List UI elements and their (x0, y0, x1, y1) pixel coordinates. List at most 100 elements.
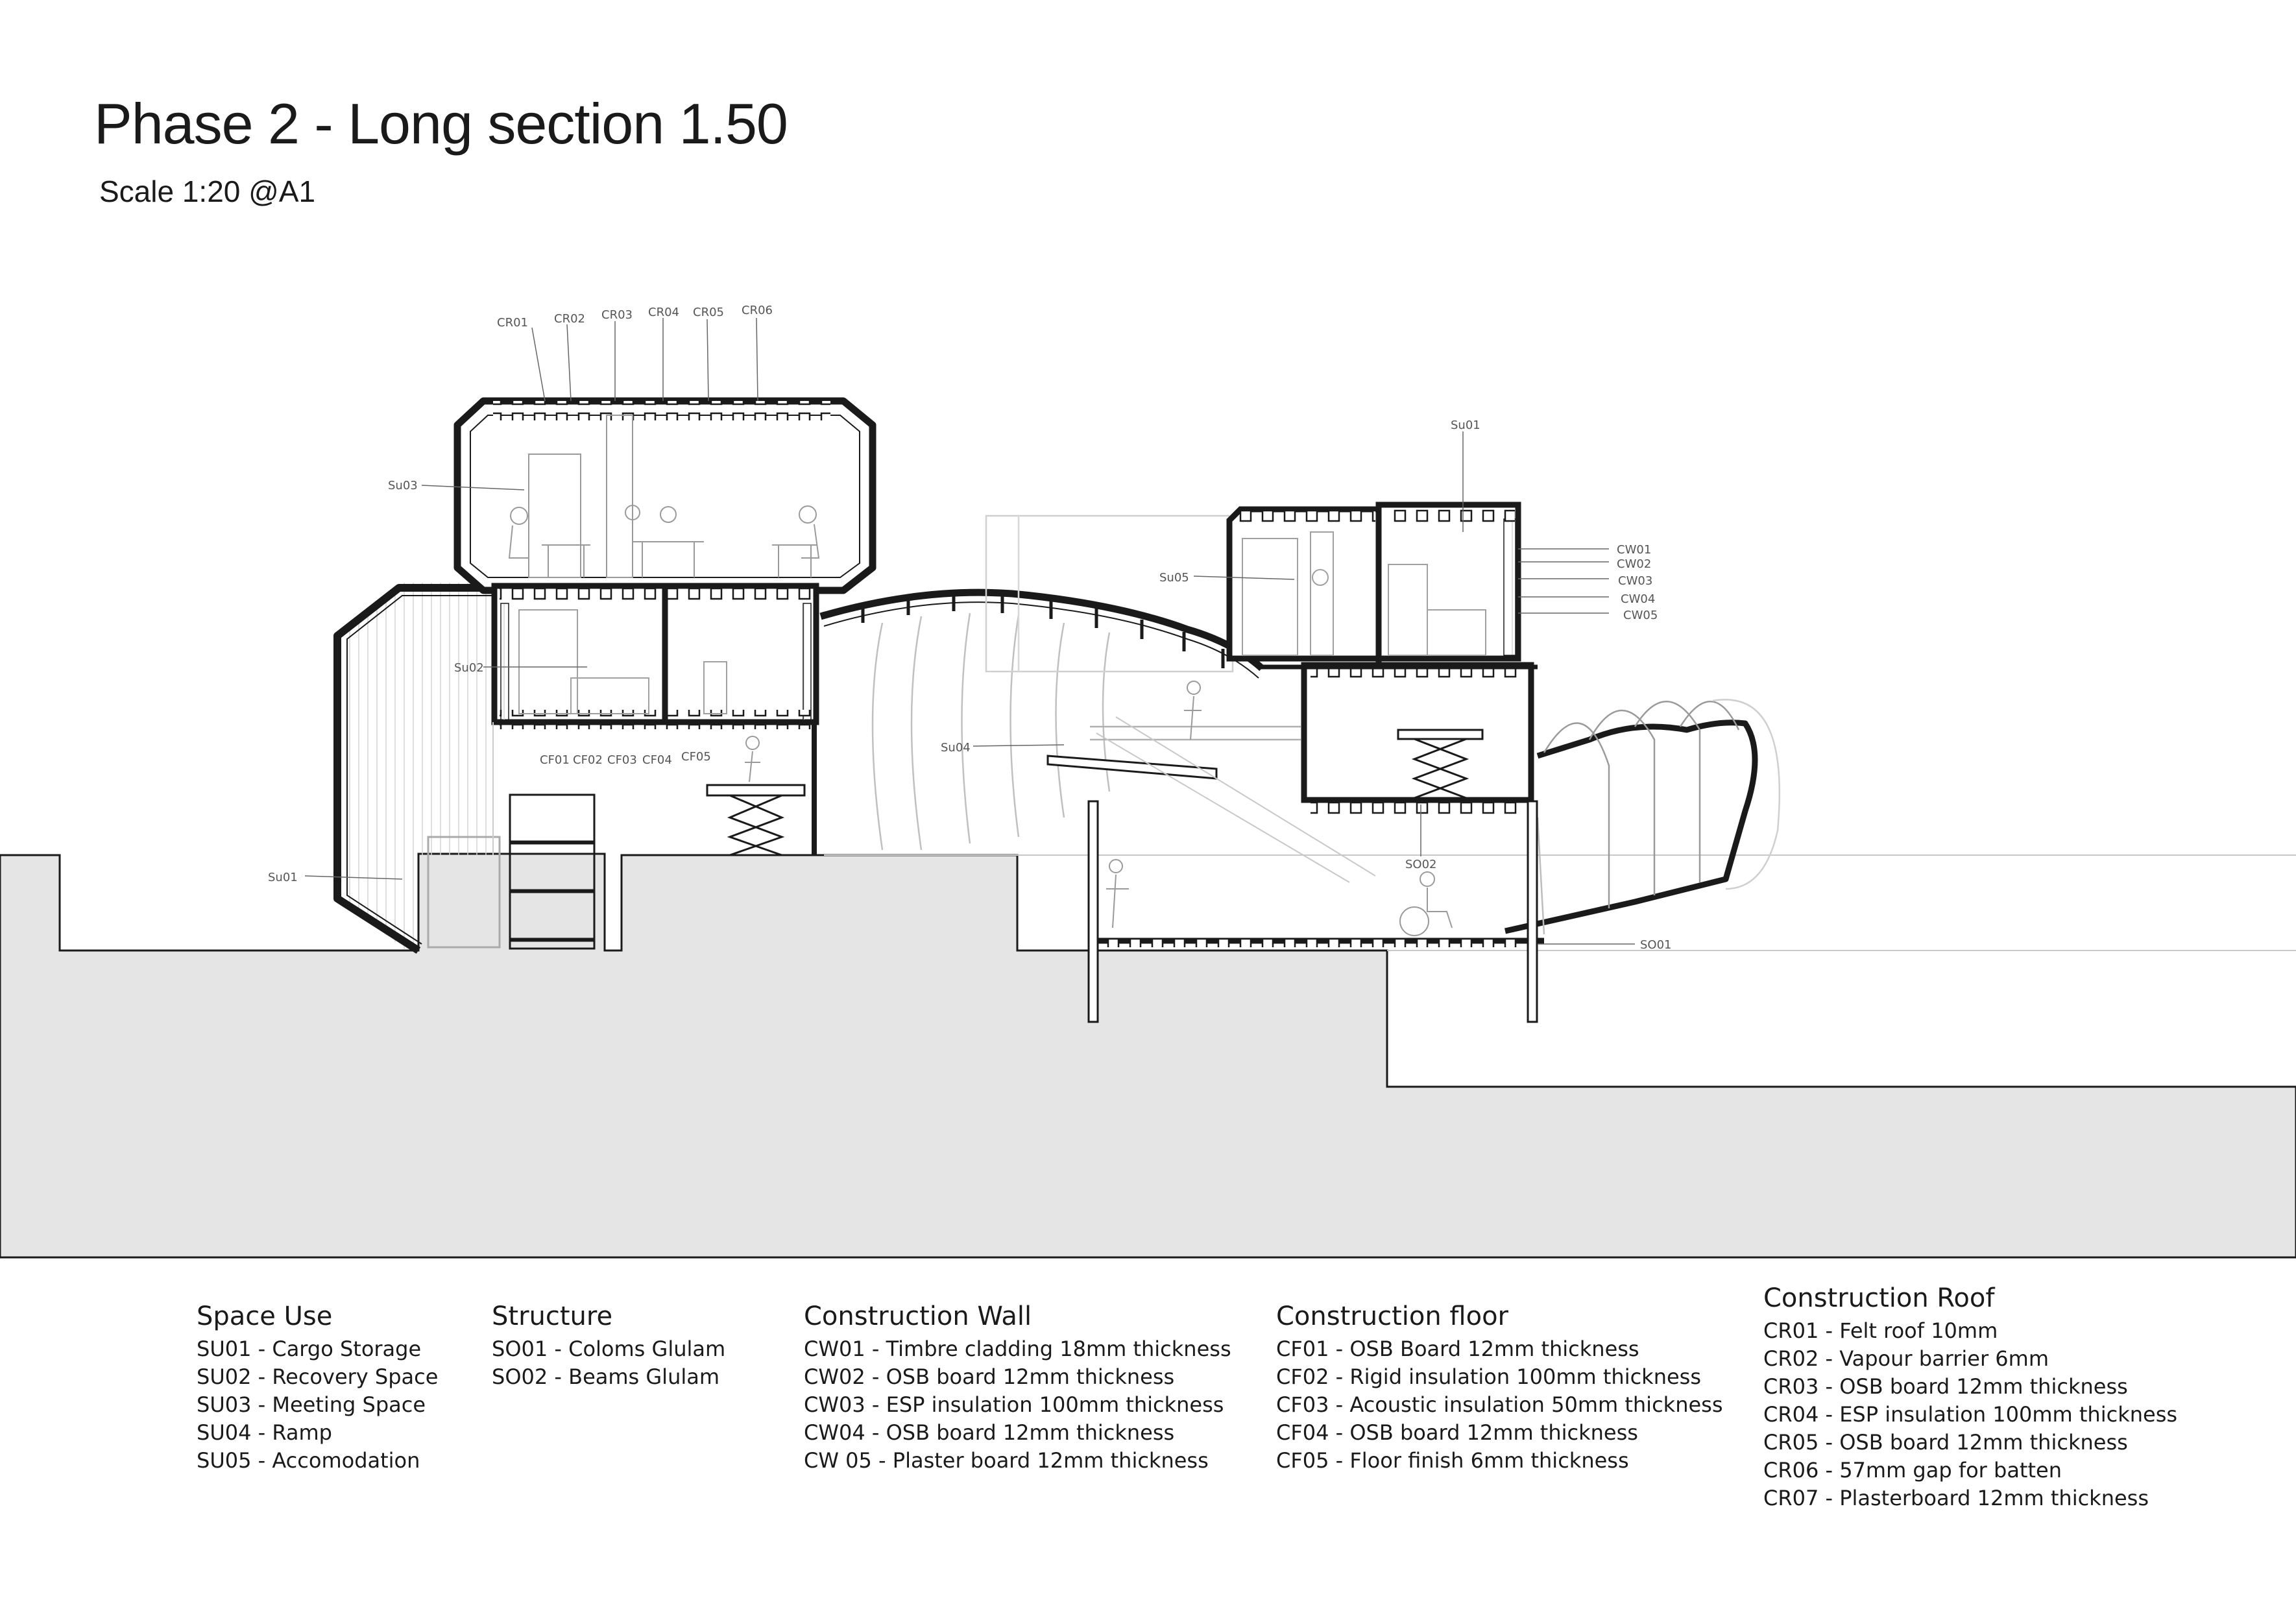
label-cf05: CF05 (681, 750, 711, 764)
label-cr05: CR05 (693, 306, 724, 319)
label-cr02: CR02 (554, 312, 585, 326)
legend-item: CR07 - Plasterboard 12mm thickness (1763, 1486, 2149, 1510)
right-tunnel-roof (1504, 720, 1758, 934)
figure-lower-left (745, 736, 760, 782)
cargo-storage-shell (333, 584, 493, 954)
label-su01-left: Su01 (268, 871, 298, 884)
label-cf03: CF03 (607, 753, 637, 767)
legend-floor-heading: Construction floor (1276, 1301, 1508, 1331)
legend-item: CW02 - OSB board 12mm thickness (804, 1364, 1175, 1389)
wheelchair-figure (1399, 871, 1453, 936)
label-su03: Su03 (388, 479, 418, 492)
meeting-space-inner (470, 415, 860, 578)
label-cw04: CW04 (1621, 592, 1655, 606)
accommodation-roof-joists-left (1239, 509, 1375, 526)
legend-item: CF01 - OSB Board 12mm thickness (1276, 1337, 1639, 1361)
legend-item: SU05 - Accomodation (197, 1448, 420, 1473)
legend-item: SO01 - Coloms Glulam (492, 1337, 726, 1361)
right-tunnel-arches (1536, 699, 1781, 935)
meeting-space-fill (454, 402, 876, 587)
lower-level-floor-joists (1103, 934, 1525, 947)
legend-item: SU04 - Ramp (197, 1420, 332, 1445)
column-right (1527, 800, 1538, 1023)
ramp-slab (1046, 755, 1218, 780)
meeting-roof-joists (493, 401, 830, 420)
ramp-arches (871, 514, 1330, 851)
legend-space-use: Space Use SU01 - Cargo Storage SU02 - Re… (197, 1301, 438, 1475)
label-cr04: CR04 (648, 306, 679, 319)
label-cw05: CW05 (1623, 609, 1658, 622)
cargo-storage-shell-inner (346, 595, 493, 945)
label-su05: Su05 (1159, 571, 1189, 585)
label-cf02: CF02 (573, 753, 603, 767)
legend-item: CR04 - ESP insulation 100mm thickness (1763, 1402, 2178, 1427)
legend-roof-heading: Construction Roof (1763, 1283, 1995, 1313)
recovery-space-fill (493, 587, 817, 723)
legend-item: SU03 - Meeting Space (197, 1392, 426, 1417)
label-cr06: CR06 (742, 304, 773, 317)
legend-item: CF03 - Acoustic insulation 50mm thicknes… (1276, 1392, 1723, 1417)
meeting-space-shell (453, 397, 876, 594)
label-cw03: CW03 (1618, 574, 1652, 588)
label-su01-top: Su01 (1451, 418, 1480, 432)
label-cw02: CW02 (1617, 557, 1651, 571)
lower-right-floor-joists (1311, 798, 1525, 817)
legend-item: CF05 - Floor finish 6mm thickness (1276, 1448, 1629, 1473)
scale-subtitle: Scale 1:20 @A1 (99, 175, 316, 208)
recovery-wall-insulation-left (500, 603, 509, 721)
legend-structure: Structure SO01 - Coloms Glulam SO02 - Be… (492, 1301, 725, 1391)
legend-construction-roof: Construction Roof CR01 - Felt roof 10mm … (1763, 1283, 2177, 1512)
legend-item: CW04 - OSB board 12mm thickness (804, 1420, 1175, 1445)
label-cr03: CR03 (601, 308, 633, 322)
label-cf01: CF01 (540, 753, 570, 767)
label-su02: Su02 (454, 661, 484, 675)
legend-item: CF04 - OSB board 12mm thickness (1276, 1420, 1638, 1445)
legend-item: CR01 - Felt roof 10mm (1763, 1318, 1998, 1343)
accommodation-roof-joists (1385, 506, 1515, 526)
ground-section (0, 853, 2296, 1259)
scissor-lift-right (1397, 729, 1484, 799)
legend-item: CR05 - OSB board 12mm thickness (1763, 1430, 2128, 1455)
legend-item: CR06 - 57mm gap for batten (1763, 1458, 2062, 1483)
label-so02: SO02 (1405, 858, 1437, 871)
recovery-furniture (518, 609, 727, 714)
figure-ramp (1184, 681, 1202, 740)
ramp-roof-ribs (861, 592, 1225, 668)
cargo-crates (427, 793, 596, 950)
accommodation-wall-cladding (1503, 518, 1516, 656)
accommodation-pod-right (1375, 502, 1521, 662)
ramp-slope-faint (1096, 716, 1376, 883)
label-so01: SO01 (1640, 938, 1672, 952)
cargo-storage-pod (341, 583, 493, 950)
label-cr01: CR01 (497, 316, 528, 330)
legend-structure-heading: Structure (492, 1301, 613, 1331)
legend-space-use-heading: Space Use (197, 1301, 333, 1331)
legend-item: CF02 - Rigid insulation 100mm thickness (1276, 1364, 1702, 1389)
figure-lower-level (1106, 859, 1129, 928)
label-su04: Su04 (941, 741, 971, 755)
column-left (1087, 800, 1099, 1023)
accommodation-furniture (1242, 531, 1486, 656)
legend-wall-heading: Construction Wall (804, 1301, 1032, 1331)
page-title: Phase 2 - Long section 1.50 (94, 91, 788, 156)
recovery-ceiling-joists (500, 587, 811, 607)
label-cw01: CW01 (1617, 543, 1651, 557)
legend-item: CR02 - Vapour barrier 6mm (1763, 1346, 2049, 1371)
recovery-wall-insulation-right (803, 603, 812, 721)
legend-item: CW03 - ESP insulation 100mm thickness (804, 1392, 1224, 1417)
legend-construction-floor: Construction floor CF01 - OSB Board 12mm… (1276, 1301, 1723, 1475)
recovery-floor-joists (500, 710, 811, 729)
scissor-lift-left (706, 784, 806, 856)
legend-item: CR03 - OSB board 12mm thickness (1763, 1374, 2128, 1399)
legend-item: SU01 - Cargo Storage (197, 1337, 422, 1361)
legend-construction-wall: Construction Wall CW01 - Timbre cladding… (804, 1301, 1231, 1475)
legend-item: CW 05 - Plaster board 12mm thickness (804, 1448, 1209, 1473)
legend-item: SU02 - Recovery Space (197, 1364, 439, 1389)
legend-item: CW01 - Timbre cladding 18mm thickness (804, 1337, 1231, 1361)
ramp-roof-inner (823, 601, 1259, 679)
annotations (304, 317, 1635, 945)
legend-item: SO02 - Beams Glulam (492, 1364, 720, 1389)
label-cf04: CF04 (642, 753, 672, 767)
meeting-furniture (508, 415, 820, 578)
